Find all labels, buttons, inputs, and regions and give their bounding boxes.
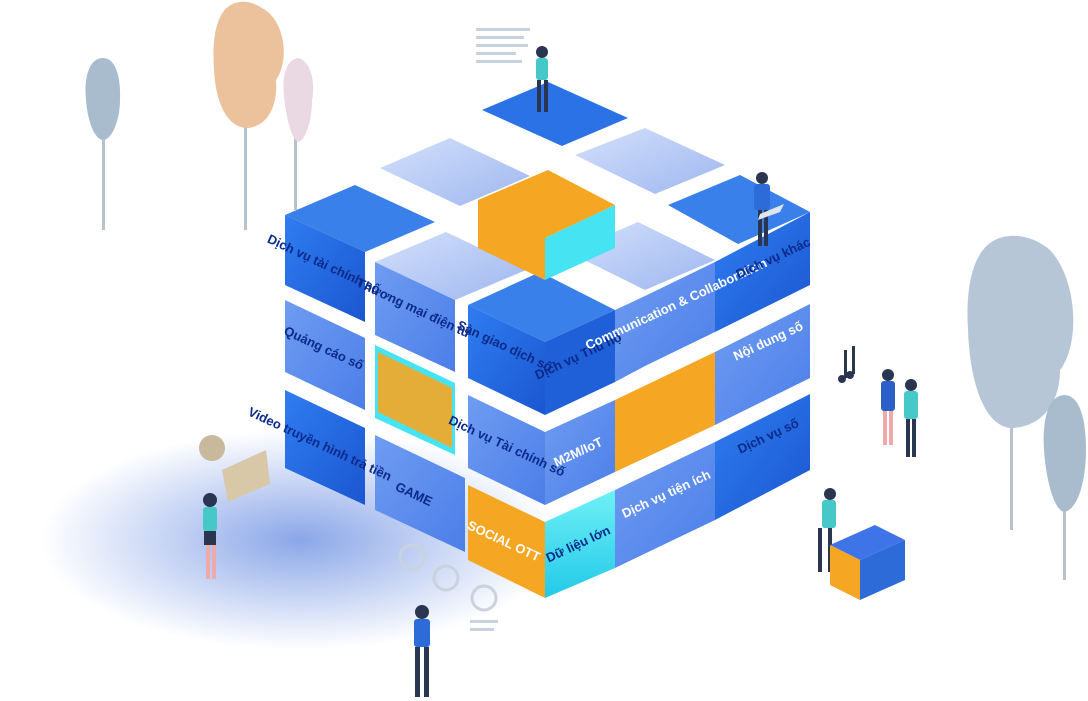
tree-right-small xyxy=(1043,395,1086,580)
person-film-left xyxy=(199,435,270,579)
tree-left-gray xyxy=(85,58,121,230)
person-top xyxy=(536,46,548,112)
data-blocks-top xyxy=(478,170,615,280)
cube-top-face xyxy=(285,82,810,342)
tree-pink xyxy=(283,58,314,210)
person-pair-right xyxy=(881,369,918,457)
tree-peach xyxy=(213,1,284,230)
person-laptop xyxy=(754,172,784,246)
social-icons-floating xyxy=(398,543,498,631)
music-note-icon xyxy=(838,346,855,383)
tree-right-large xyxy=(967,235,1074,530)
data-blocks-left xyxy=(378,352,452,448)
person-bottom xyxy=(414,605,430,697)
cube-right-face xyxy=(545,212,810,598)
code-panel-icon xyxy=(476,28,530,63)
person-blocks-right xyxy=(818,488,905,600)
